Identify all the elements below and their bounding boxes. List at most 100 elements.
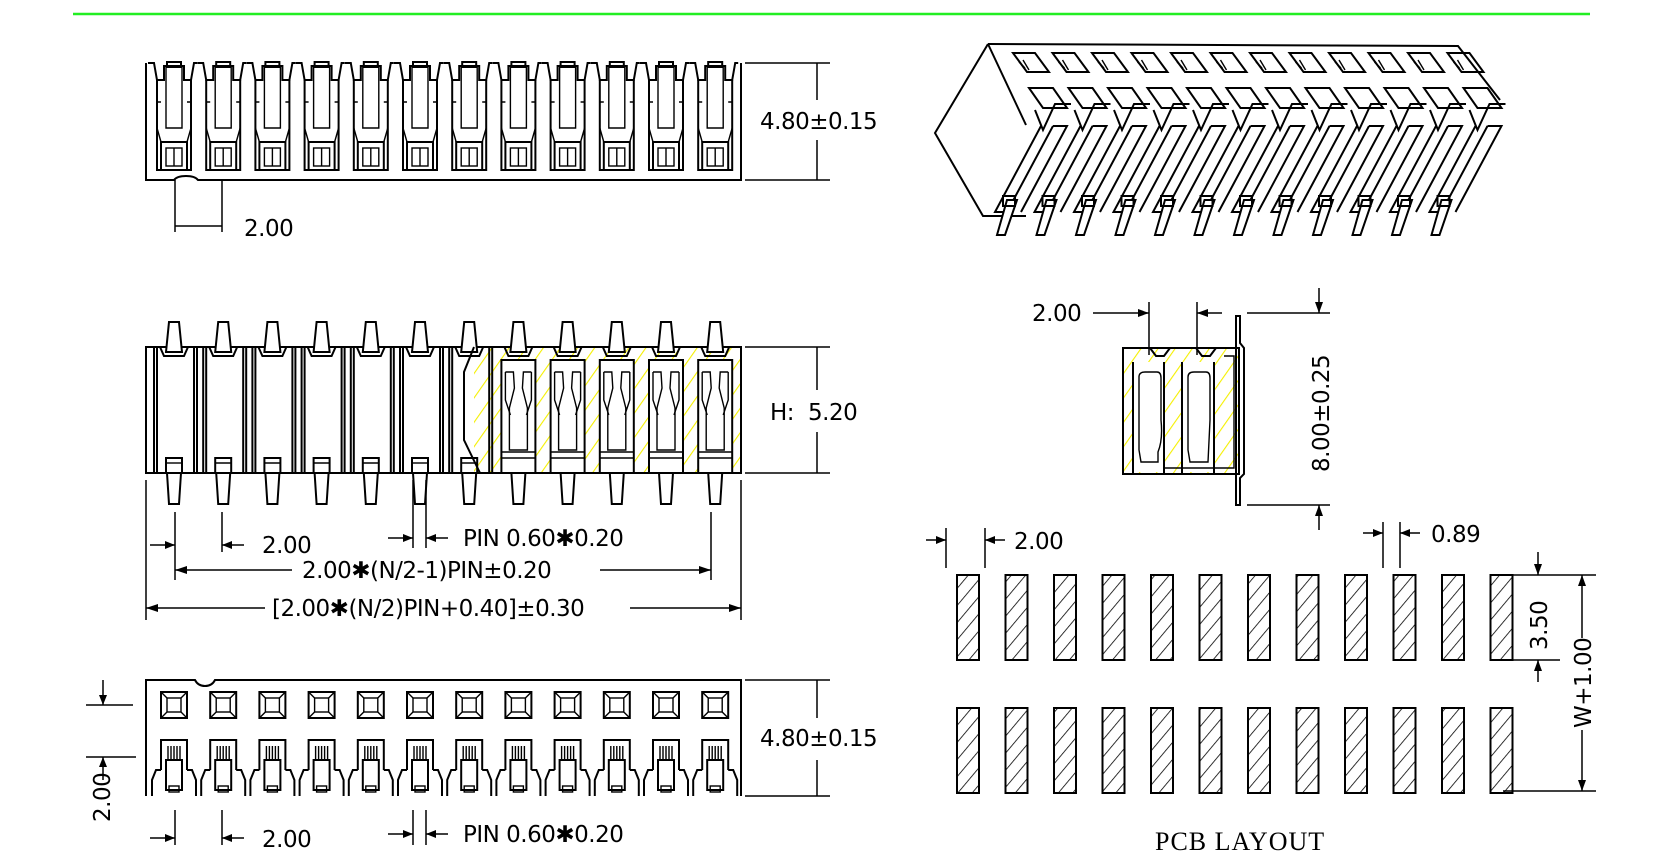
pcb-pitch-dim: 2.00	[1014, 529, 1063, 555]
pin-tail-bottom	[411, 472, 429, 505]
top-view-contact-cell	[246, 61, 296, 171]
pin-tail-bottom	[215, 472, 232, 505]
pcb-row-span-dim: W+1.00	[1571, 638, 1597, 728]
front-view-contact	[202, 321, 248, 505]
top-view-contact-cell	[148, 61, 197, 171]
pin-tail-bottom	[559, 472, 576, 505]
pcb-pad	[1489, 707, 1514, 794]
pcb-pad	[1295, 707, 1320, 794]
side-view-height-dim: 8.00±0.25	[1309, 355, 1335, 472]
front-view-contact	[598, 321, 635, 505]
top-view-contact-cell	[541, 61, 591, 171]
bottom-view: 4.80±0.15 2.00 2.00 PIN 0.60✱0.20	[86, 679, 878, 853]
pin-tail-top	[312, 321, 331, 353]
bottom-view-contact-cell	[643, 691, 689, 796]
top-view-contact-cell	[689, 61, 739, 171]
pcb-pad	[1392, 574, 1417, 661]
bottom-view-contact-cell	[298, 691, 345, 796]
pin-tail-top	[607, 321, 626, 353]
top-view: 4.80±0.15 2.00	[145, 61, 878, 242]
pin-tail-top	[410, 321, 430, 353]
iso-contact	[1032, 52, 1111, 236]
pin-tail-top	[263, 321, 282, 353]
isometric-view	[933, 43, 1506, 236]
bottom-view-contact-cell	[446, 691, 493, 796]
top-view-contact-cell	[197, 61, 247, 171]
iso-contact	[993, 52, 1071, 236]
bottom-view-contact-cell	[249, 691, 296, 796]
pcb-pad	[956, 574, 980, 661]
front-view-pin-span-dim: 2.00✱(N/2-1)PIN±0.20	[302, 558, 551, 584]
front-view-height-dim: 5.20	[808, 400, 857, 426]
iso-contact	[1190, 52, 1269, 236]
iso-contact	[1269, 52, 1348, 236]
front-view-contact	[349, 321, 395, 505]
pcb-pad	[1247, 707, 1271, 794]
pcb-pad	[1150, 707, 1174, 794]
bottom-view-contact-cell	[495, 691, 542, 796]
top-view-height-dim: 4.80±0.15	[760, 109, 877, 135]
pcb-pad	[1150, 574, 1174, 661]
pin-tail-top	[361, 321, 380, 353]
bottom-view-contact-cell	[692, 691, 739, 796]
pcb-pad	[1198, 574, 1223, 661]
front-view-contact	[549, 321, 586, 505]
pcb-pad	[1489, 574, 1514, 661]
pin-tail-bottom	[264, 472, 281, 505]
pcb-pad	[1004, 574, 1029, 661]
pin-tail-bottom	[362, 472, 379, 505]
pcb-pad	[1247, 574, 1271, 661]
pcb-pad	[1101, 574, 1126, 661]
top-view-contact-cell	[394, 61, 443, 171]
bottom-view-pitch-dim: 2.00	[262, 827, 311, 853]
pin-tail-bottom	[510, 472, 527, 505]
front-view-overall-dim: [2.00✱(N/2)PIN+0.40]±0.30	[272, 596, 584, 622]
bottom-view-height-dim: 4.80±0.15	[760, 726, 877, 752]
iso-contact	[1151, 52, 1229, 236]
pcb-pad-length-dim: 3.50	[1527, 601, 1553, 650]
bottom-view-contact-cell	[200, 691, 247, 796]
pcb-pad	[1198, 707, 1223, 794]
bottom-view-pin-dim: PIN 0.60✱0.20	[463, 822, 623, 848]
top-view-contact-cell	[344, 61, 394, 171]
top-view-contact-cell	[443, 61, 493, 171]
pin-tail-top	[460, 321, 479, 353]
pin-tail-bottom	[707, 472, 724, 505]
pin-tail-bottom	[165, 472, 183, 505]
front-view-pitch-dim: 2.00	[262, 533, 311, 559]
pcb-pad	[956, 707, 980, 794]
bottom-view-row-pitch-dim: 2.00	[90, 773, 116, 822]
pin-tail-top	[214, 321, 233, 353]
iso-contact	[1230, 52, 1308, 236]
bottom-view-contact-cell	[593, 691, 640, 796]
bottom-view-contact-cell	[397, 691, 443, 796]
iso-contact	[1309, 52, 1387, 236]
pcb-pad	[1441, 707, 1465, 794]
front-section-view: H: 5.20 2.00 PIN 0.60✱0.20 2.00✱(N/2-1)P…	[145, 321, 858, 622]
pcb-layout: 2.00 0.89 3.50 W+1.00 PCB LAYOUT	[926, 522, 1597, 856]
pin-tail-bottom	[313, 472, 330, 505]
iso-contact	[1388, 52, 1466, 236]
pcb-pad	[1004, 707, 1029, 794]
pcb-pad	[1295, 574, 1320, 661]
front-view-contact	[648, 321, 684, 505]
pcb-pad	[1053, 574, 1077, 661]
front-view-contact	[399, 321, 444, 505]
iso-contact	[1072, 52, 1150, 236]
pin-tail-bottom	[657, 472, 675, 505]
front-view-contact	[300, 321, 346, 505]
pin-tail-top	[656, 321, 676, 353]
pcb-pad-width-dim: 0.89	[1431, 522, 1480, 548]
side-section-view: 2.00 8.00±0.25	[1032, 288, 1335, 530]
pcb-pad	[1441, 574, 1465, 661]
iso-contact	[1427, 52, 1506, 236]
front-view-contact	[153, 321, 198, 505]
front-view-pin-dim: PIN 0.60✱0.20	[463, 526, 623, 552]
pcb-pad	[1392, 707, 1417, 794]
pin-tail-top	[558, 321, 577, 353]
pin-tail-top	[164, 321, 184, 353]
pcb-pad	[1053, 707, 1077, 794]
top-view-contact-cell	[640, 61, 689, 171]
pin-tail-top	[509, 321, 528, 353]
